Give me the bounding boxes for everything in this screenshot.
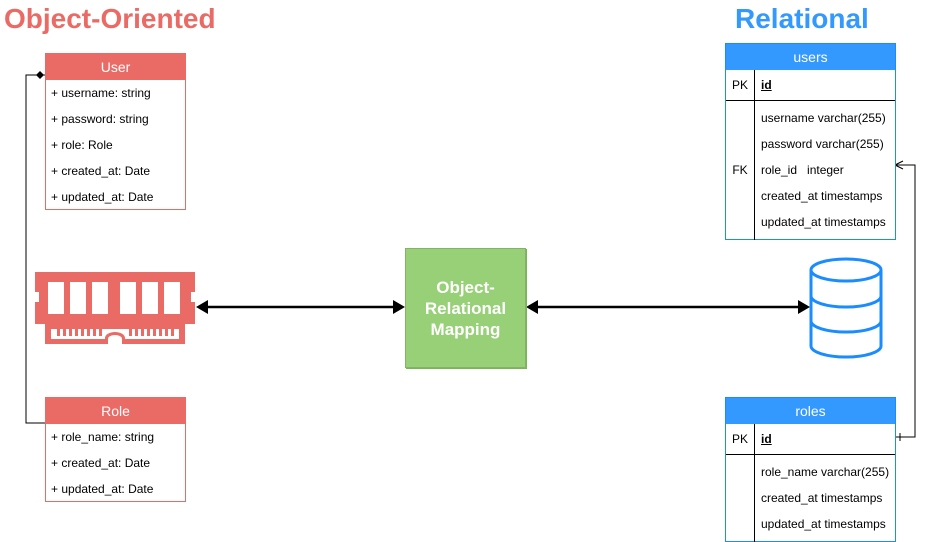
users-columns: username varchar(255) password varchar(2… <box>755 101 895 240</box>
users-key-column: FK <box>726 101 755 240</box>
role-field: + created_at: Date <box>51 456 151 470</box>
user-field: + role: Role <box>51 138 113 152</box>
relational-heading: Relational <box>735 3 869 34</box>
role-field: + updated_at: Date <box>51 482 154 496</box>
column-name: updated_at timestamps <box>761 517 886 531</box>
pk-name: id <box>761 78 772 92</box>
column-name: created_at timestamps <box>761 189 883 203</box>
user-class-title: User <box>46 54 185 80</box>
orm-box[interactable]: Object-Relational Mapping <box>405 248 526 368</box>
users-table-title: users <box>726 44 895 70</box>
user-field: + updated_at: Date <box>51 190 154 204</box>
key-cell <box>726 485 754 511</box>
column-name: username varchar(255) <box>761 111 886 125</box>
column-name: role_id integer <box>761 163 844 177</box>
fk-label: FK <box>732 163 748 177</box>
user-role-association-line <box>25 74 46 424</box>
column-name: password varchar(255) <box>761 137 884 151</box>
user-field: + password: string <box>51 112 149 126</box>
users-roles-relation-line <box>895 164 916 438</box>
key-cell <box>726 131 754 157</box>
role-field: + role_name: string <box>51 430 155 444</box>
user-field: + username: string <box>51 86 151 100</box>
column-name: created_at timestamps <box>761 491 883 505</box>
roles-key-column <box>726 455 755 542</box>
key-cell <box>726 511 754 537</box>
roles-table[interactable]: roles PK id role_name varchar(255) creat… <box>725 397 896 542</box>
roles-table-title: roles <box>726 398 895 424</box>
roles-columns: role_name varchar(255) created_at timest… <box>755 455 895 542</box>
users-pk-row: PK id <box>726 70 895 101</box>
column-name: role_name varchar(255) <box>761 465 890 479</box>
column-name: updated_at timestamps <box>761 215 886 229</box>
role-class-title: Role <box>46 398 185 424</box>
user-field: + created_at: Date <box>51 164 151 178</box>
user-class[interactable]: User + username: string + password: stri… <box>45 53 186 210</box>
key-cell <box>726 209 754 235</box>
pk-label: PK <box>726 424 755 454</box>
users-table[interactable]: users PK id FK username varchar(255) pas… <box>725 43 896 240</box>
orm-database-arrow <box>526 300 810 314</box>
composition-diamond <box>36 71 44 79</box>
memory-icon <box>35 272 195 344</box>
key-cell <box>726 105 754 131</box>
pk-name: id <box>761 432 772 446</box>
roles-pk-row: PK id <box>726 424 895 455</box>
key-cell <box>726 183 754 209</box>
memory-orm-arrow <box>196 300 405 314</box>
crows-foot-many <box>894 160 904 170</box>
role-class[interactable]: Role + role_name: string + created_at: D… <box>45 397 186 502</box>
database-icon <box>809 257 883 359</box>
key-cell <box>726 459 754 485</box>
pk-label: PK <box>726 70 755 100</box>
object-oriented-heading: Object-Oriented <box>4 3 216 34</box>
